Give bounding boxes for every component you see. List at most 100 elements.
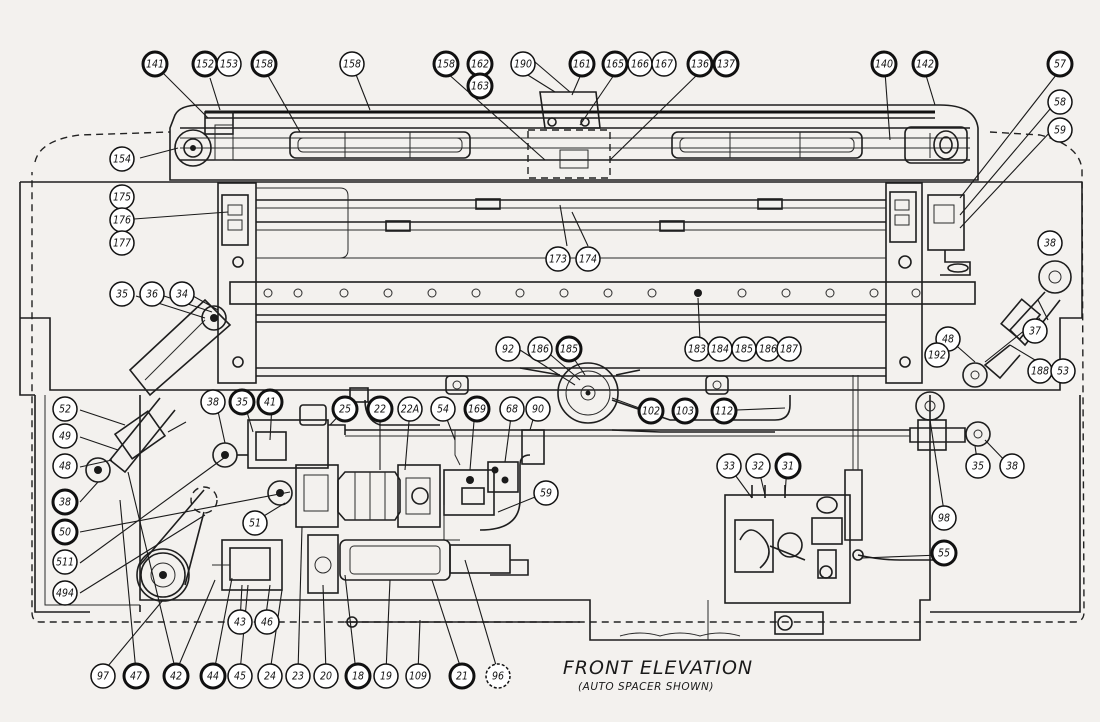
callout-97: 97: [90, 663, 116, 689]
callout-label: 190: [514, 59, 532, 71]
callout-186: 186: [527, 336, 553, 362]
callout-38: 38: [200, 389, 226, 415]
callout-52: 52: [52, 396, 78, 422]
callout-34: 34: [169, 281, 195, 307]
callout-label: 98: [938, 513, 950, 525]
callout-label: 50: [59, 527, 71, 539]
callout-59: 59: [1047, 117, 1073, 143]
callout-511: 511: [52, 549, 78, 575]
callout-38: 38: [999, 453, 1025, 479]
callout-43: 43: [227, 609, 253, 635]
callout-label: 142: [916, 59, 934, 71]
callout-label: 154: [113, 154, 131, 166]
callout-label: 92: [502, 344, 514, 356]
callout-33: 33: [716, 453, 742, 479]
callout-68: 68: [499, 396, 525, 422]
callout-label: 22: [374, 404, 386, 416]
callout-label: 43: [234, 617, 246, 629]
callout-label: 188: [1031, 366, 1049, 378]
callout-label: 102: [642, 406, 660, 418]
callout-label: 18: [352, 671, 364, 683]
callout-184: 184: [707, 336, 733, 362]
callout-161: 161: [568, 50, 596, 78]
callout-label: 141: [146, 59, 164, 71]
callout-188: 188: [1027, 358, 1053, 384]
callout-label: 38: [1006, 461, 1018, 473]
callout-55: 55: [930, 539, 958, 567]
callout-163: 163: [466, 72, 494, 100]
callout-label: 90: [532, 404, 544, 416]
callout-36: 36: [139, 281, 165, 307]
callout-176: 176: [109, 207, 135, 233]
callout-51: 51: [242, 510, 268, 536]
callout-54: 54: [430, 396, 456, 422]
callout-label: 153: [220, 59, 238, 71]
callout-label: 112: [715, 406, 733, 418]
callout-label: 152: [196, 59, 214, 71]
callout-label: 34: [176, 289, 188, 301]
callout-19: 19: [373, 663, 399, 689]
callout-label: 42: [170, 671, 182, 683]
callout-label: 41: [264, 397, 276, 409]
callout-152: 152: [191, 50, 219, 78]
callout-109: 109: [405, 663, 431, 689]
callout-label: 163: [471, 81, 489, 93]
platen-frame: [217, 182, 976, 384]
callout-59: 59: [533, 480, 559, 506]
callout-165: 165: [601, 50, 629, 78]
callout-23: 23: [285, 663, 311, 689]
callout-185: 185: [555, 335, 583, 363]
callout-label: 162: [471, 59, 489, 71]
callout-label: 25: [339, 404, 351, 416]
callout-label: 54: [437, 404, 449, 416]
callout-32: 32: [745, 453, 771, 479]
top-rail-assembly: [169, 91, 979, 181]
callout-47: 47: [122, 662, 150, 690]
callout-label: 38: [59, 497, 71, 509]
callout-label: 57: [1054, 59, 1066, 71]
callout-label: 158: [437, 59, 455, 71]
callout-label: 183: [688, 344, 706, 356]
callout-label: 511: [56, 557, 74, 569]
callout-44: 44: [199, 662, 227, 690]
callout-label: 49: [59, 431, 71, 443]
callout-label: 59: [1054, 125, 1066, 137]
callout-label: 32: [752, 461, 764, 473]
callout-label: 24: [264, 671, 276, 683]
callout-192: 192: [924, 342, 950, 368]
callout-label: 494: [56, 588, 74, 600]
callout-45: 45: [227, 663, 253, 689]
callout-label: 44: [207, 671, 219, 683]
callout-177: 177: [109, 230, 135, 256]
callout-label: 35: [116, 289, 128, 301]
callout-label: 186: [531, 344, 549, 356]
centre-drum: [445, 362, 791, 433]
callout-label: 21: [456, 671, 468, 683]
callout-label: 187: [780, 344, 798, 356]
callout-153: 153: [216, 51, 242, 77]
callout-53: 53: [1050, 358, 1076, 384]
callout-label: 96: [492, 671, 504, 683]
callout-label: 35: [972, 461, 984, 473]
callout-label: 167: [655, 59, 673, 71]
callout-label: 175: [113, 192, 131, 204]
callout-38: 38: [51, 488, 79, 516]
callout-label: 55: [938, 548, 950, 560]
callout-102: 102: [637, 397, 665, 425]
callout-162: 162: [466, 50, 494, 78]
lower-left-mechanism: [136, 387, 910, 640]
callout-20: 20: [313, 663, 339, 689]
callout-label: 58: [1054, 97, 1066, 109]
callout-48: 48: [52, 453, 78, 479]
callout-41: 41: [256, 388, 284, 416]
callout-190: 190: [510, 51, 536, 77]
callout-90: 90: [525, 396, 551, 422]
callout-label: 103: [676, 406, 694, 418]
callout-174: 174: [575, 246, 601, 272]
callout-92: 92: [495, 336, 521, 362]
machine-housing: [19, 131, 1085, 641]
callout-21: 21: [448, 662, 476, 690]
callout-label: 158: [255, 59, 273, 71]
